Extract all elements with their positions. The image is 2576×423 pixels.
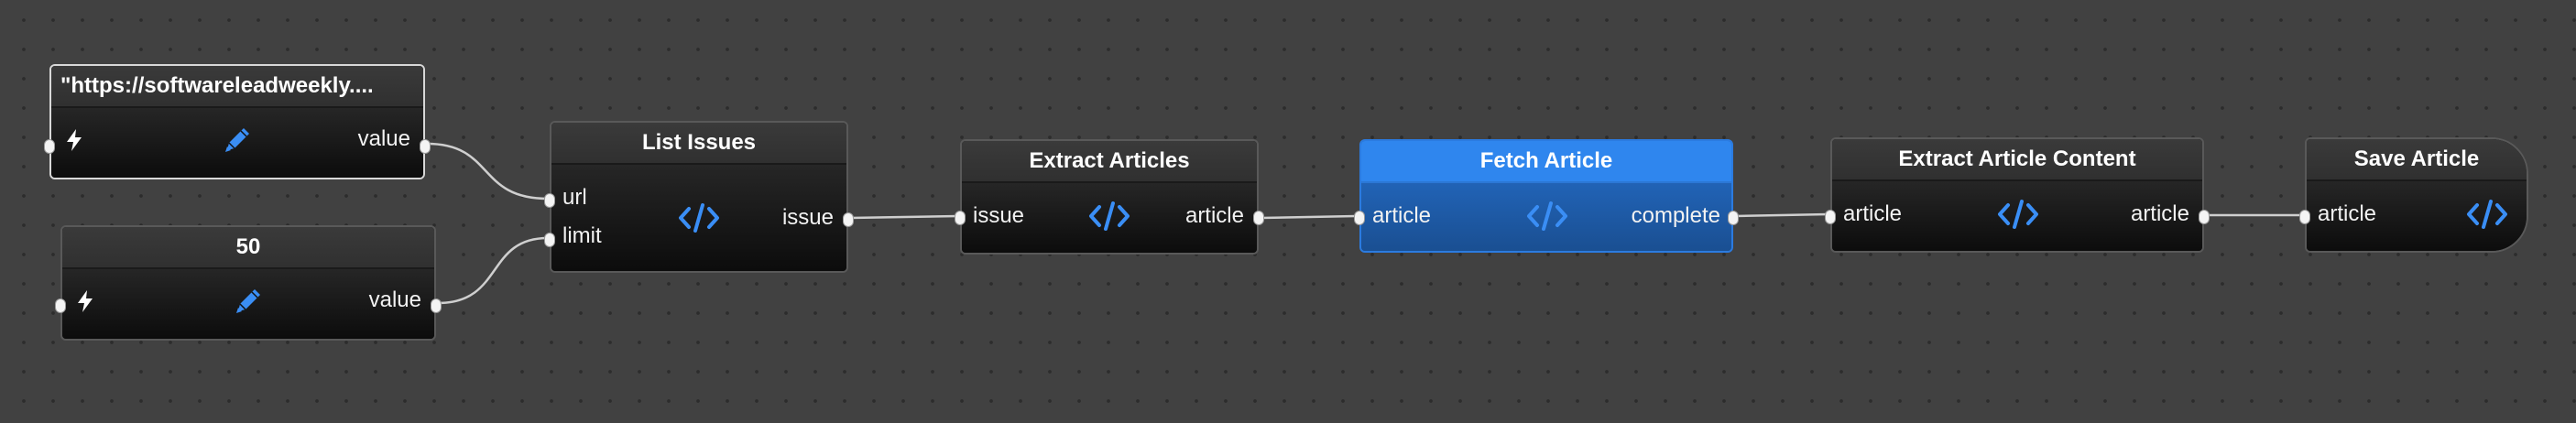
limit-constant-node[interactable]: 50 value [55,225,442,341]
code-icon[interactable] [1526,200,1568,233]
list-issues-node[interactable]: List Issues url limit issue [544,121,854,273]
fetch-article-node[interactable]: Fetch Article article complete [1354,139,1739,253]
pencil-icon[interactable] [222,123,255,156]
fetch-article-output-port[interactable] [1728,211,1739,225]
extract-articles-output-label: article [1184,203,1244,228]
url-constant-input-port[interactable] [44,139,55,154]
list-issues-url-port[interactable] [544,193,555,208]
list-issues-output-label: issue [781,205,834,230]
lightning-bolt-icon[interactable] [64,128,84,152]
extract-articles-node[interactable]: Extract Articles issue article [955,139,1264,255]
extract-articles-input-port[interactable] [955,211,966,225]
wire-limit-to-list-issues [437,236,549,305]
list-issues-input-url-label: url [562,185,587,210]
fetch-article-title: Fetch Article [1361,141,1731,183]
save-article-input-port[interactable] [2299,210,2310,224]
extract-article-content-node[interactable]: Extract Article Content article article [1825,137,2210,253]
limit-constant-output-label: value [368,287,421,312]
save-article-node[interactable]: Save Article article [2299,137,2528,253]
code-icon[interactable] [2466,198,2508,231]
extract-articles-output-port[interactable] [1253,211,1264,225]
wire-issue-to-extract-articles [849,214,959,220]
extract-articles-input-label: issue [973,203,1025,228]
wire-url-to-list-issues [426,142,549,201]
save-article-input-label: article [2318,201,2377,226]
list-issues-limit-port[interactable] [544,233,555,247]
list-issues-title: List Issues [551,123,846,165]
wire-complete-to-extract-content [1734,212,1829,218]
list-issues-input-limit-label: limit [562,223,602,248]
url-constant-output-label: value [357,126,410,151]
save-article-title: Save Article [2307,139,2527,181]
extract-article-content-title: Extract Article Content [1832,139,2202,181]
limit-constant-output-port[interactable] [431,298,442,313]
url-constant-title: "https://softwareleadweekly.... [51,66,423,108]
fetch-article-input-label: article [1372,203,1432,228]
url-constant-node[interactable]: "https://softwareleadweekly.... value [44,64,431,179]
pencil-icon[interactable] [233,284,266,317]
extract-content-output-port[interactable] [2199,210,2210,224]
wire-article-to-fetch-article [1260,214,1357,220]
code-icon[interactable] [678,201,720,234]
limit-constant-title: 50 [62,227,434,269]
url-constant-output-port[interactable] [420,139,431,154]
fetch-article-input-port[interactable] [1354,211,1365,225]
extract-articles-title: Extract Articles [962,141,1257,183]
extract-content-input-port[interactable] [1825,210,1836,224]
extract-content-input-label: article [1843,201,1903,226]
fetch-article-output-label: complete [1631,203,1720,228]
code-icon[interactable] [1997,198,2039,231]
limit-constant-input-port[interactable] [55,298,66,313]
code-icon[interactable] [1088,200,1130,233]
list-issues-issue-port[interactable] [843,212,854,227]
lightning-bolt-icon[interactable] [75,289,95,313]
extract-content-output-label: article [2130,201,2189,226]
